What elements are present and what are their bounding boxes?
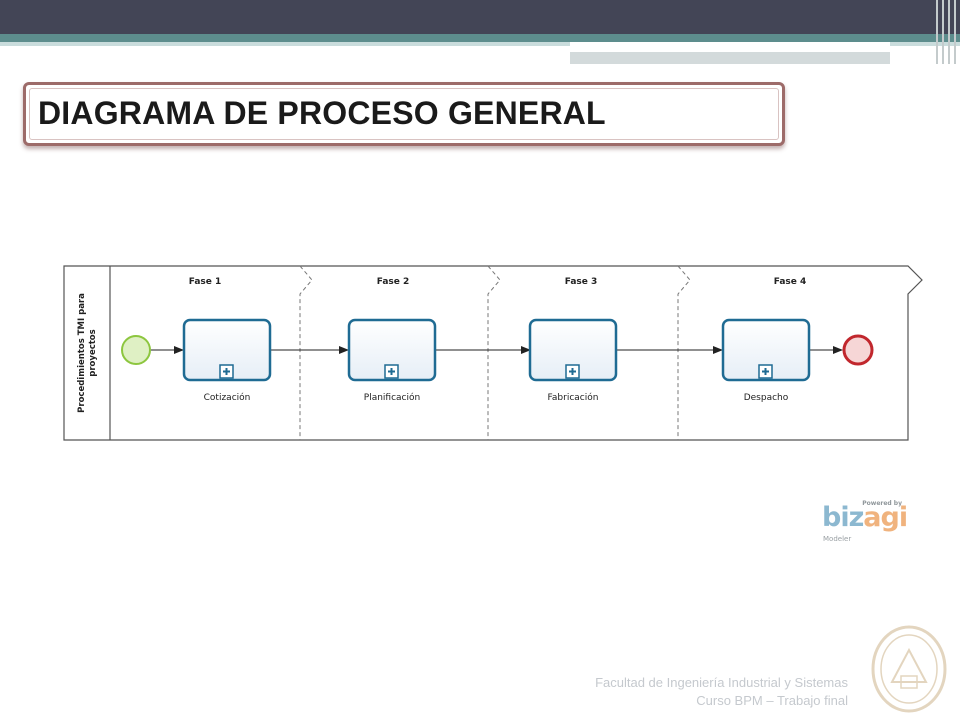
phase-separator-3 bbox=[677, 265, 691, 440]
task-fabricacion-box bbox=[528, 318, 618, 382]
university-seal-icon bbox=[871, 625, 947, 713]
header-dark-band bbox=[0, 0, 960, 34]
header-grey-strip bbox=[570, 52, 890, 64]
phase-label-2: Fase 2 bbox=[377, 277, 410, 287]
task-planificacion-box bbox=[347, 318, 437, 382]
footer-line-2: Curso BPM – Trabajo final bbox=[696, 693, 848, 708]
header-notch bbox=[570, 42, 890, 52]
lane-label: Procedimientos TMI para proyectos bbox=[77, 293, 98, 413]
phase-separator-1 bbox=[299, 265, 313, 440]
task-despacho-box bbox=[721, 318, 811, 382]
phase-label-1: Fase 1 bbox=[189, 277, 222, 287]
task-fabricacion: Fabricación bbox=[528, 318, 618, 403]
phase-label-4: Fase 4 bbox=[774, 277, 807, 287]
start-event-icon bbox=[121, 335, 151, 365]
header-decor-lines bbox=[932, 0, 960, 64]
footer: Facultad de Ingeniería Industrial y Sist… bbox=[595, 674, 848, 710]
process-diagram: Procedimientos TMI para proyectos Fase 1… bbox=[63, 265, 923, 441]
header-teal-band bbox=[0, 34, 960, 42]
pool-outline bbox=[63, 265, 923, 441]
footer-line-1: Facultad de Ingeniería Industrial y Sist… bbox=[595, 675, 848, 690]
header-light-band bbox=[0, 42, 960, 46]
logo-brand: bizagi bbox=[822, 502, 908, 533]
bizagi-logo: Powered by bizagi Modeler bbox=[820, 498, 910, 546]
phase-separator-2 bbox=[487, 265, 501, 440]
end-event-icon bbox=[842, 334, 874, 366]
task-label: Cotización bbox=[204, 392, 251, 403]
task-despacho: Despacho bbox=[721, 318, 811, 403]
phase-label-3: Fase 3 bbox=[565, 277, 598, 287]
title-box-inner-border bbox=[29, 88, 779, 140]
task-cotizacion: Cotización bbox=[182, 318, 272, 403]
title-box: DIAGRAMA DE PROCESO GENERAL bbox=[23, 82, 785, 146]
logo-product-text: Modeler bbox=[823, 535, 852, 543]
page-title: DIAGRAMA DE PROCESO GENERAL bbox=[38, 95, 606, 131]
task-planificacion: Planificación bbox=[347, 318, 437, 403]
lane-label-line1: Procedimientos TMI para bbox=[77, 293, 87, 413]
logo-powered-text: Powered by bbox=[862, 500, 902, 507]
task-label: Planificación bbox=[364, 392, 420, 403]
task-label: Despacho bbox=[744, 393, 789, 403]
lane-label-line2: proyectos bbox=[88, 329, 98, 376]
task-cotizacion-box bbox=[182, 318, 272, 382]
task-label: Fabricación bbox=[548, 392, 599, 403]
